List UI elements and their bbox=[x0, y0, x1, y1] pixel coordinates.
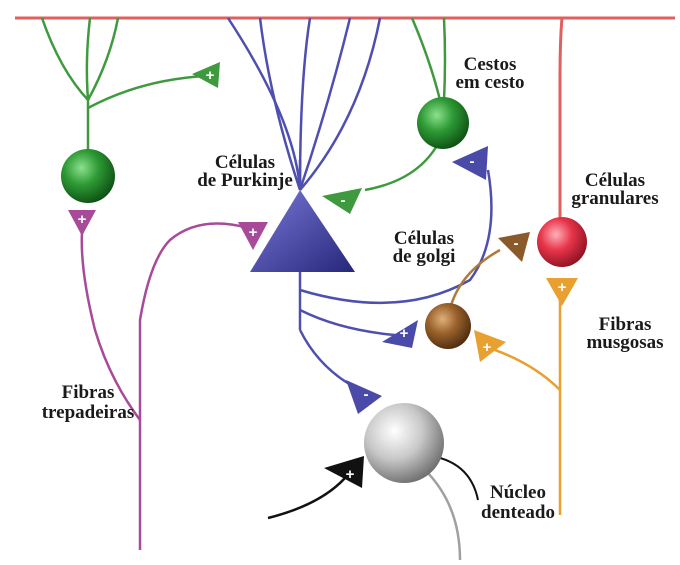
label-trepadeiras: Fibras trepadeiras bbox=[42, 382, 135, 423]
sign-plus: + bbox=[78, 211, 87, 228]
sign-minus: - bbox=[470, 153, 475, 170]
golgi-cell bbox=[425, 303, 471, 349]
synapse-purkinje-golgi: + bbox=[382, 320, 418, 348]
label-purkinje-line2: de Purkinje bbox=[197, 170, 293, 191]
synapse-stellate-output: + bbox=[68, 210, 96, 236]
label-purkinje-line1: Células bbox=[215, 152, 275, 173]
stellate-cell bbox=[61, 149, 115, 203]
synapse-climbing-purkinje: + bbox=[238, 222, 268, 250]
synapse-purkinje-nucleus: - bbox=[346, 380, 382, 414]
purkinje-dendrites bbox=[226, 17, 382, 191]
synapse-golgi-granule: - bbox=[498, 232, 530, 262]
basket-cell bbox=[417, 97, 469, 149]
label-trepadeiras-line2: trepadeiras bbox=[42, 402, 135, 423]
sign-plus: + bbox=[206, 67, 215, 84]
label-musgosas: Fibras musgosas bbox=[586, 314, 663, 353]
stellate-cell-dendrites bbox=[40, 17, 206, 150]
label-cestos: Cestos em cesto bbox=[455, 54, 524, 93]
synapse-input-nucleus: + bbox=[324, 456, 364, 488]
label-granulares-line2: granulares bbox=[571, 188, 658, 209]
label-trepadeiras-line1: Fibras bbox=[62, 382, 115, 403]
label-granulares-line1: Células bbox=[585, 170, 645, 191]
synapse-purkinje-basket: - bbox=[452, 146, 488, 180]
label-golgi-line2: de golgi bbox=[393, 246, 456, 267]
label-golgi-line1: Células bbox=[394, 228, 454, 249]
synapse-mossy-golgi: + bbox=[474, 330, 506, 362]
label-cestos-line2: em cesto bbox=[455, 72, 524, 93]
sign-minus: - bbox=[364, 386, 369, 403]
label-musgosas-line1: Fibras bbox=[599, 314, 652, 335]
label-cestos-line1: Cestos bbox=[464, 54, 517, 75]
sign-plus: + bbox=[483, 339, 492, 356]
sign-plus: + bbox=[249, 224, 258, 241]
synapse-basket-purkinje: - bbox=[322, 188, 362, 214]
sign-plus: + bbox=[346, 466, 355, 483]
climbing-fibers bbox=[80, 222, 249, 550]
synapse-mossy-granule: + bbox=[546, 278, 578, 306]
nucleus-fibers bbox=[267, 454, 479, 561]
dentate-nucleus bbox=[364, 403, 444, 483]
label-golgi: Células de golgi bbox=[393, 228, 456, 267]
sign-minus: - bbox=[514, 235, 519, 252]
sign-plus: + bbox=[558, 279, 567, 296]
granule-cell bbox=[537, 217, 587, 267]
label-purkinje: Células de Purkinje bbox=[197, 152, 293, 191]
label-musgosas-line2: musgosas bbox=[586, 332, 663, 353]
sign-plus: + bbox=[400, 325, 409, 342]
label-nucleo: Núcleo denteado bbox=[481, 482, 555, 523]
sign-minus: - bbox=[341, 192, 346, 209]
label-nucleo-line2: denteado bbox=[481, 502, 555, 523]
parallel-fiber bbox=[15, 16, 675, 220]
synapse-stellate-branch: + bbox=[192, 62, 220, 88]
label-granulares: Células granulares bbox=[571, 170, 658, 209]
label-nucleo-line1: Núcleo bbox=[490, 482, 546, 503]
purkinje-cell bbox=[250, 190, 355, 272]
